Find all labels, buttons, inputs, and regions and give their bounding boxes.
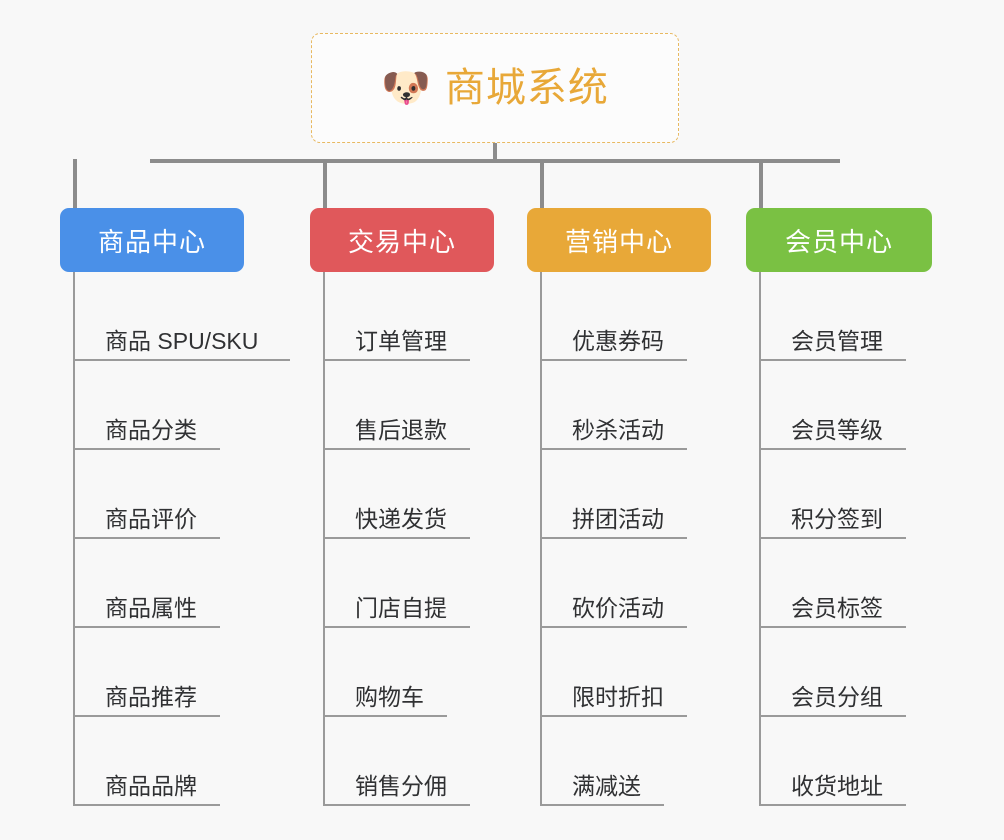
leaf-item-underline xyxy=(761,448,906,450)
category-header-marketing-center[interactable]: 营销中心 xyxy=(527,208,711,272)
connector-root-stem xyxy=(493,143,497,163)
leaf-item-underline xyxy=(542,626,687,628)
leaf-item-label: 商品品牌 xyxy=(105,772,197,799)
column-member-center: 会员中心会员管理会员等级积分签到会员标签会员分组收货地址 xyxy=(746,208,932,806)
leaf-item-underline xyxy=(75,715,220,717)
leaf-list-marketing-center: 优惠券码秒杀活动拼团活动砍价活动限时折扣满减送 xyxy=(540,272,711,806)
leaf-item-underline xyxy=(542,448,687,450)
leaf-item-underline xyxy=(542,359,687,361)
connector-drop-product-center xyxy=(73,159,77,208)
connector-horizontal-bus xyxy=(150,159,840,163)
column-marketing-center: 营销中心优惠券码秒杀活动拼团活动砍价活动限时折扣满减送 xyxy=(527,208,711,806)
leaf-item-underline xyxy=(75,448,220,450)
leaf-item[interactable]: 收货地址 xyxy=(761,717,932,806)
leaf-item-underline xyxy=(325,626,470,628)
leaf-item-label: 会员分组 xyxy=(791,683,883,710)
leaf-item[interactable]: 会员标签 xyxy=(761,539,932,628)
leaf-item-label: 商品推荐 xyxy=(105,683,197,710)
leaf-item-underline xyxy=(325,715,447,717)
leaf-item-underline xyxy=(761,715,906,717)
leaf-item-underline xyxy=(542,804,664,806)
leaf-item-underline xyxy=(761,537,906,539)
leaf-item-label: 销售分佣 xyxy=(355,772,447,799)
leaf-item-label: 商品 SPU/SKU xyxy=(105,327,259,354)
connector-drop-member-center xyxy=(759,159,763,208)
leaf-item-label: 拼团活动 xyxy=(572,505,664,532)
connector-drop-trade-center xyxy=(323,159,327,208)
leaf-item-underline xyxy=(542,537,687,539)
leaf-list-member-center: 会员管理会员等级积分签到会员标签会员分组收货地址 xyxy=(759,272,932,806)
category-header-product-center[interactable]: 商品中心 xyxy=(60,208,244,272)
leaf-item-label: 订单管理 xyxy=(355,327,447,354)
leaf-item[interactable]: 商品属性 xyxy=(75,539,244,628)
root-node[interactable]: 🐶 商城系统 xyxy=(311,33,679,143)
leaf-item-label: 收货地址 xyxy=(791,772,883,799)
leaf-item-label: 限时折扣 xyxy=(572,683,664,710)
leaf-item[interactable]: 积分签到 xyxy=(761,450,932,539)
leaf-item-underline xyxy=(325,804,470,806)
leaf-item-label: 会员等级 xyxy=(791,416,883,443)
shiba-dog-face-icon: 🐶 xyxy=(381,65,431,111)
leaf-list-product-center: 商品 SPU/SKU 商品分类商品评价商品属性商品推荐商品品牌 xyxy=(73,272,290,806)
leaf-item[interactable]: 门店自提 xyxy=(325,539,494,628)
leaf-item-underline xyxy=(75,537,220,539)
leaf-list-trade-center: 订单管理售后退款快递发货门店自提购物车销售分佣 xyxy=(323,272,494,806)
leaf-item-label: 商品评价 xyxy=(105,505,197,532)
leaf-item-label: 满减送 xyxy=(572,772,641,799)
leaf-item-label: 门店自提 xyxy=(355,594,447,621)
leaf-item[interactable]: 快递发货 xyxy=(325,450,494,539)
connector-drop-marketing-center xyxy=(540,159,544,208)
leaf-item[interactable]: 限时折扣 xyxy=(542,628,711,717)
leaf-item[interactable]: 会员管理 xyxy=(761,272,932,361)
leaf-item[interactable]: 购物车 xyxy=(325,628,494,717)
leaf-item-label: 快递发货 xyxy=(355,505,447,532)
leaf-item[interactable]: 砍价活动 xyxy=(542,539,711,628)
leaf-item-underline xyxy=(761,626,906,628)
leaf-item[interactable]: 商品品牌 xyxy=(75,717,244,806)
leaf-item[interactable]: 满减送 xyxy=(542,717,711,806)
leaf-item-label: 商品分类 xyxy=(105,416,197,443)
leaf-item-underline xyxy=(542,715,687,717)
leaf-item[interactable]: 售后退款 xyxy=(325,361,494,450)
leaf-item[interactable]: 商品 SPU/SKU xyxy=(75,272,290,361)
column-trade-center: 交易中心订单管理售后退款快递发货门店自提购物车销售分佣 xyxy=(310,208,494,806)
leaf-item[interactable]: 订单管理 xyxy=(325,272,494,361)
leaf-item-label: 优惠券码 xyxy=(572,327,664,354)
leaf-item[interactable]: 优惠券码 xyxy=(542,272,711,361)
leaf-item[interactable]: 会员分组 xyxy=(761,628,932,717)
leaf-item-label: 会员管理 xyxy=(791,327,883,354)
leaf-item-underline xyxy=(761,359,906,361)
leaf-item-underline xyxy=(75,804,220,806)
leaf-item-underline xyxy=(75,359,290,361)
leaf-item-underline xyxy=(325,448,470,450)
leaf-item-underline xyxy=(75,626,220,628)
leaf-item-underline xyxy=(761,804,906,806)
leaf-item[interactable]: 商品推荐 xyxy=(75,628,244,717)
leaf-item[interactable]: 商品分类 xyxy=(75,361,244,450)
category-header-member-center[interactable]: 会员中心 xyxy=(746,208,932,272)
column-product-center: 商品中心商品 SPU/SKU 商品分类商品评价商品属性商品推荐商品品牌 xyxy=(60,208,290,806)
root-title: 商城系统 xyxy=(444,66,609,110)
leaf-item[interactable]: 拼团活动 xyxy=(542,450,711,539)
leaf-item[interactable]: 会员等级 xyxy=(761,361,932,450)
leaf-item-label: 商品属性 xyxy=(105,594,197,621)
leaf-item-label: 购物车 xyxy=(355,683,424,710)
leaf-item[interactable]: 商品评价 xyxy=(75,450,244,539)
leaf-item-label: 会员标签 xyxy=(791,594,883,621)
leaf-item[interactable]: 秒杀活动 xyxy=(542,361,711,450)
category-header-trade-center[interactable]: 交易中心 xyxy=(310,208,494,272)
leaf-item-label: 售后退款 xyxy=(355,416,447,443)
leaf-item-label: 砍价活动 xyxy=(572,594,664,621)
leaf-item-label: 积分签到 xyxy=(791,505,883,532)
leaf-item[interactable]: 销售分佣 xyxy=(325,717,494,806)
leaf-item-label: 秒杀活动 xyxy=(572,416,664,443)
leaf-item-underline xyxy=(325,359,470,361)
leaf-item-underline xyxy=(325,537,470,539)
